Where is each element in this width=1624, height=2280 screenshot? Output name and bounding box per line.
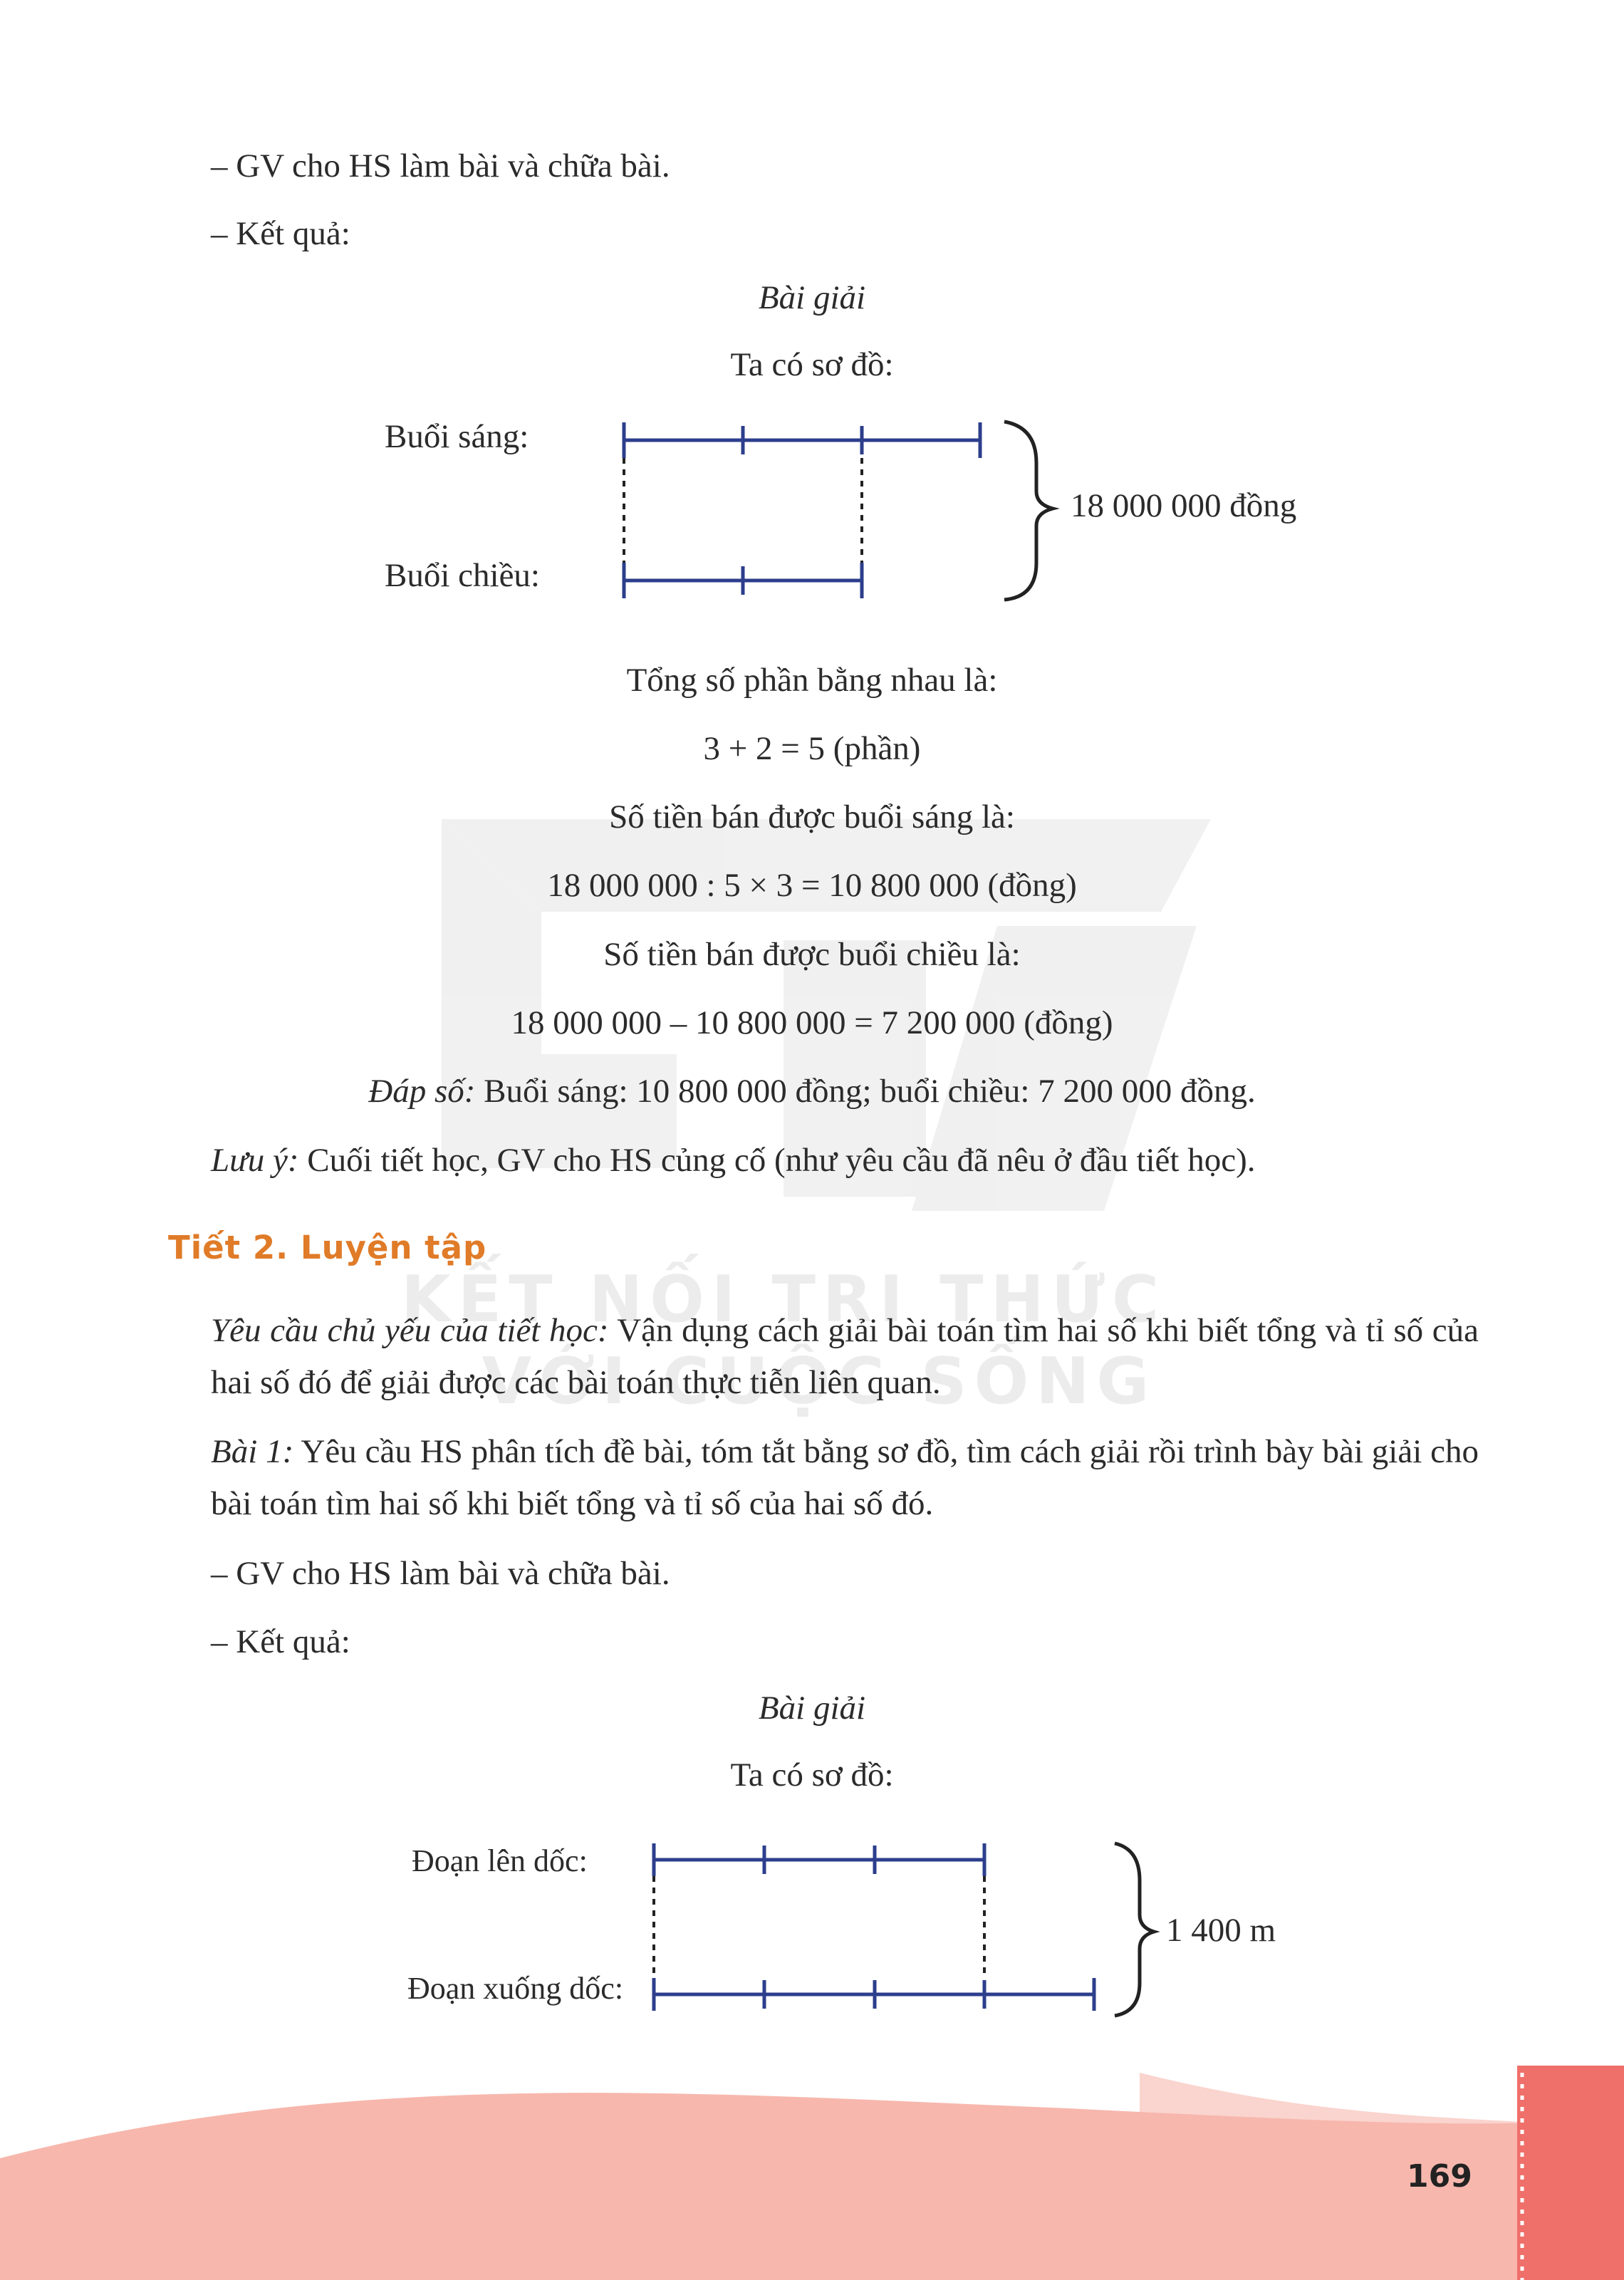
requirement-text: Vận dụng cách giải bài toán tìm hai số k… [211,1312,1479,1401]
requirement-label: Yêu cầu chủ yếu của tiết học: [211,1312,609,1349]
note-label: Lưu ý: [211,1142,299,1179]
answer-label: Đáp số: [368,1073,476,1110]
curly-brace [1004,420,1060,602]
instruction-step: – Kết quả: [211,215,350,252]
diagram-label-bottom: Đoạn xuống dốc: [407,1971,624,2006]
diagram-intro: Ta có sơ đồ: [730,1756,894,1794]
answer-text: Buổi sáng: 10 800 000 đồng; buổi chiều: … [475,1073,1256,1110]
page-number: 169 [1407,2158,1472,2195]
exercise-label: Bài 1: [211,1433,294,1470]
section-heading: Tiết 2. Luyện tập [168,1229,487,1266]
requirement-paragraph: Yêu cầu chủ yếu của tiết học: Vận dụng c… [211,1305,1479,1409]
diagram-label-bottom: Buổi chiều: [385,557,540,594]
diagram-label-top: Đoạn lên dốc: [412,1843,588,1878]
exercise-text: Yêu cầu HS phân tích đề bài, tóm tắt bằn… [211,1433,1479,1522]
solution-title: Bài giải [758,1690,866,1727]
diagram-label-top: Buổi sáng: [385,418,529,455]
note-line: Lưu ý: Cuối tiết học, GV cho HS củng cố … [211,1139,1256,1182]
solution-line: Số tiền bán được buổi chiều là: [603,936,1021,973]
footer-wave [0,2066,1624,2280]
answer-line: Đáp số: Buổi sáng: 10 800 000 đồng; buổi… [0,1070,1624,1113]
solution-line: 3 + 2 = 5 (phần) [703,730,921,767]
curly-brace [1114,1841,1160,2018]
solution-line: Tổng số phần bằng nhau là: [626,662,998,699]
instruction-step: – Kết quả: [211,1623,350,1660]
instruction-step: – GV cho HS làm bài và chữa bài. [211,1555,670,1592]
solution-line: 18 000 000 – 10 800 000 = 7 200 000 (đồn… [511,1004,1113,1041]
exercise-paragraph: Bài 1: Yêu cầu HS phân tích đề bài, tóm … [211,1426,1479,1530]
solution-line: 18 000 000 : 5 × 3 = 10 800 000 (đồng) [547,867,1077,904]
instruction-step: – GV cho HS làm bài và chữa bài. [211,147,670,184]
diagram-intro: Ta có sơ đồ: [730,346,894,383]
solution-title: Bài giải [758,279,866,316]
solution-line: Số tiền bán được buổi sáng là: [609,798,1015,836]
diagram-total: 1 400 m [1166,1912,1276,1949]
diagram-total: 18 000 000 đồng [1071,487,1297,524]
note-text: Cuối tiết học, GV cho HS củng cố (như yê… [298,1142,1256,1179]
